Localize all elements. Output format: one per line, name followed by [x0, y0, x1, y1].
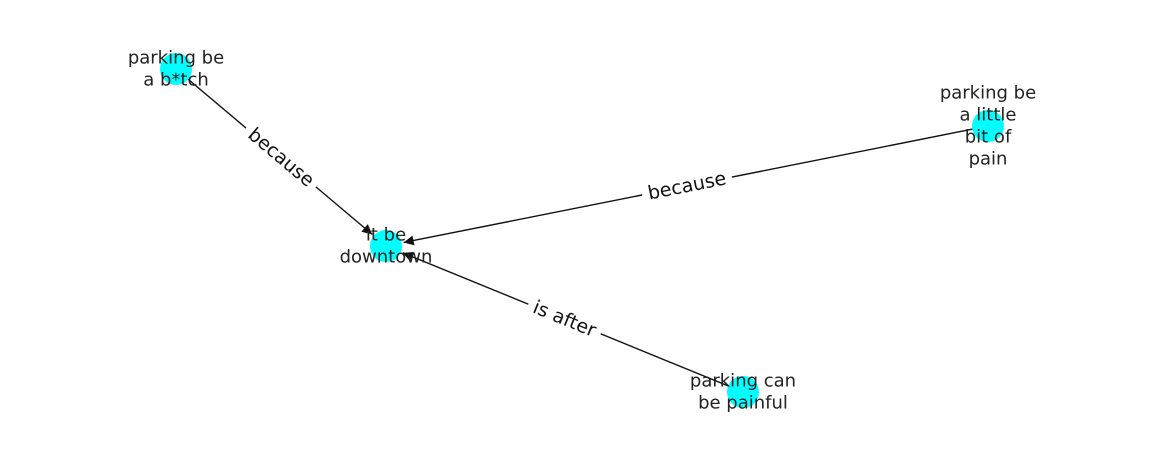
node-label-line: parking be: [940, 83, 1036, 104]
node-label-line: parking be: [128, 48, 224, 69]
node-label-line: be painful: [698, 393, 788, 414]
edge-label-text: because: [646, 167, 728, 204]
edge-labels-layer: because because is after: [238, 118, 735, 345]
node-label-line: a b*tch: [143, 70, 209, 91]
node-label-line: downtown: [340, 247, 433, 268]
edge-label-text: is after: [530, 296, 600, 341]
node-label-line: a little: [960, 105, 1017, 126]
node-n1: [160, 53, 192, 85]
edge-label-background: [523, 293, 606, 345]
edge-label-0: because: [238, 118, 324, 197]
node-n4: [727, 376, 759, 408]
node-label-line: parking can: [690, 371, 796, 392]
node-n2: [370, 230, 402, 262]
edge-label-text: because: [244, 123, 319, 191]
node-label-line: it be: [366, 225, 406, 246]
edge-label-1: because: [639, 165, 735, 207]
edge-label-2: is after: [523, 293, 606, 345]
node-label-line: bit of: [965, 127, 1012, 148]
node-n3: [972, 110, 1004, 142]
edge-label-background: [238, 118, 324, 197]
edges-layer: [175, 68, 989, 393]
edge-label-background: [639, 165, 735, 207]
node-label-line: pain: [969, 149, 1008, 170]
nodes-layer: [160, 53, 1004, 408]
